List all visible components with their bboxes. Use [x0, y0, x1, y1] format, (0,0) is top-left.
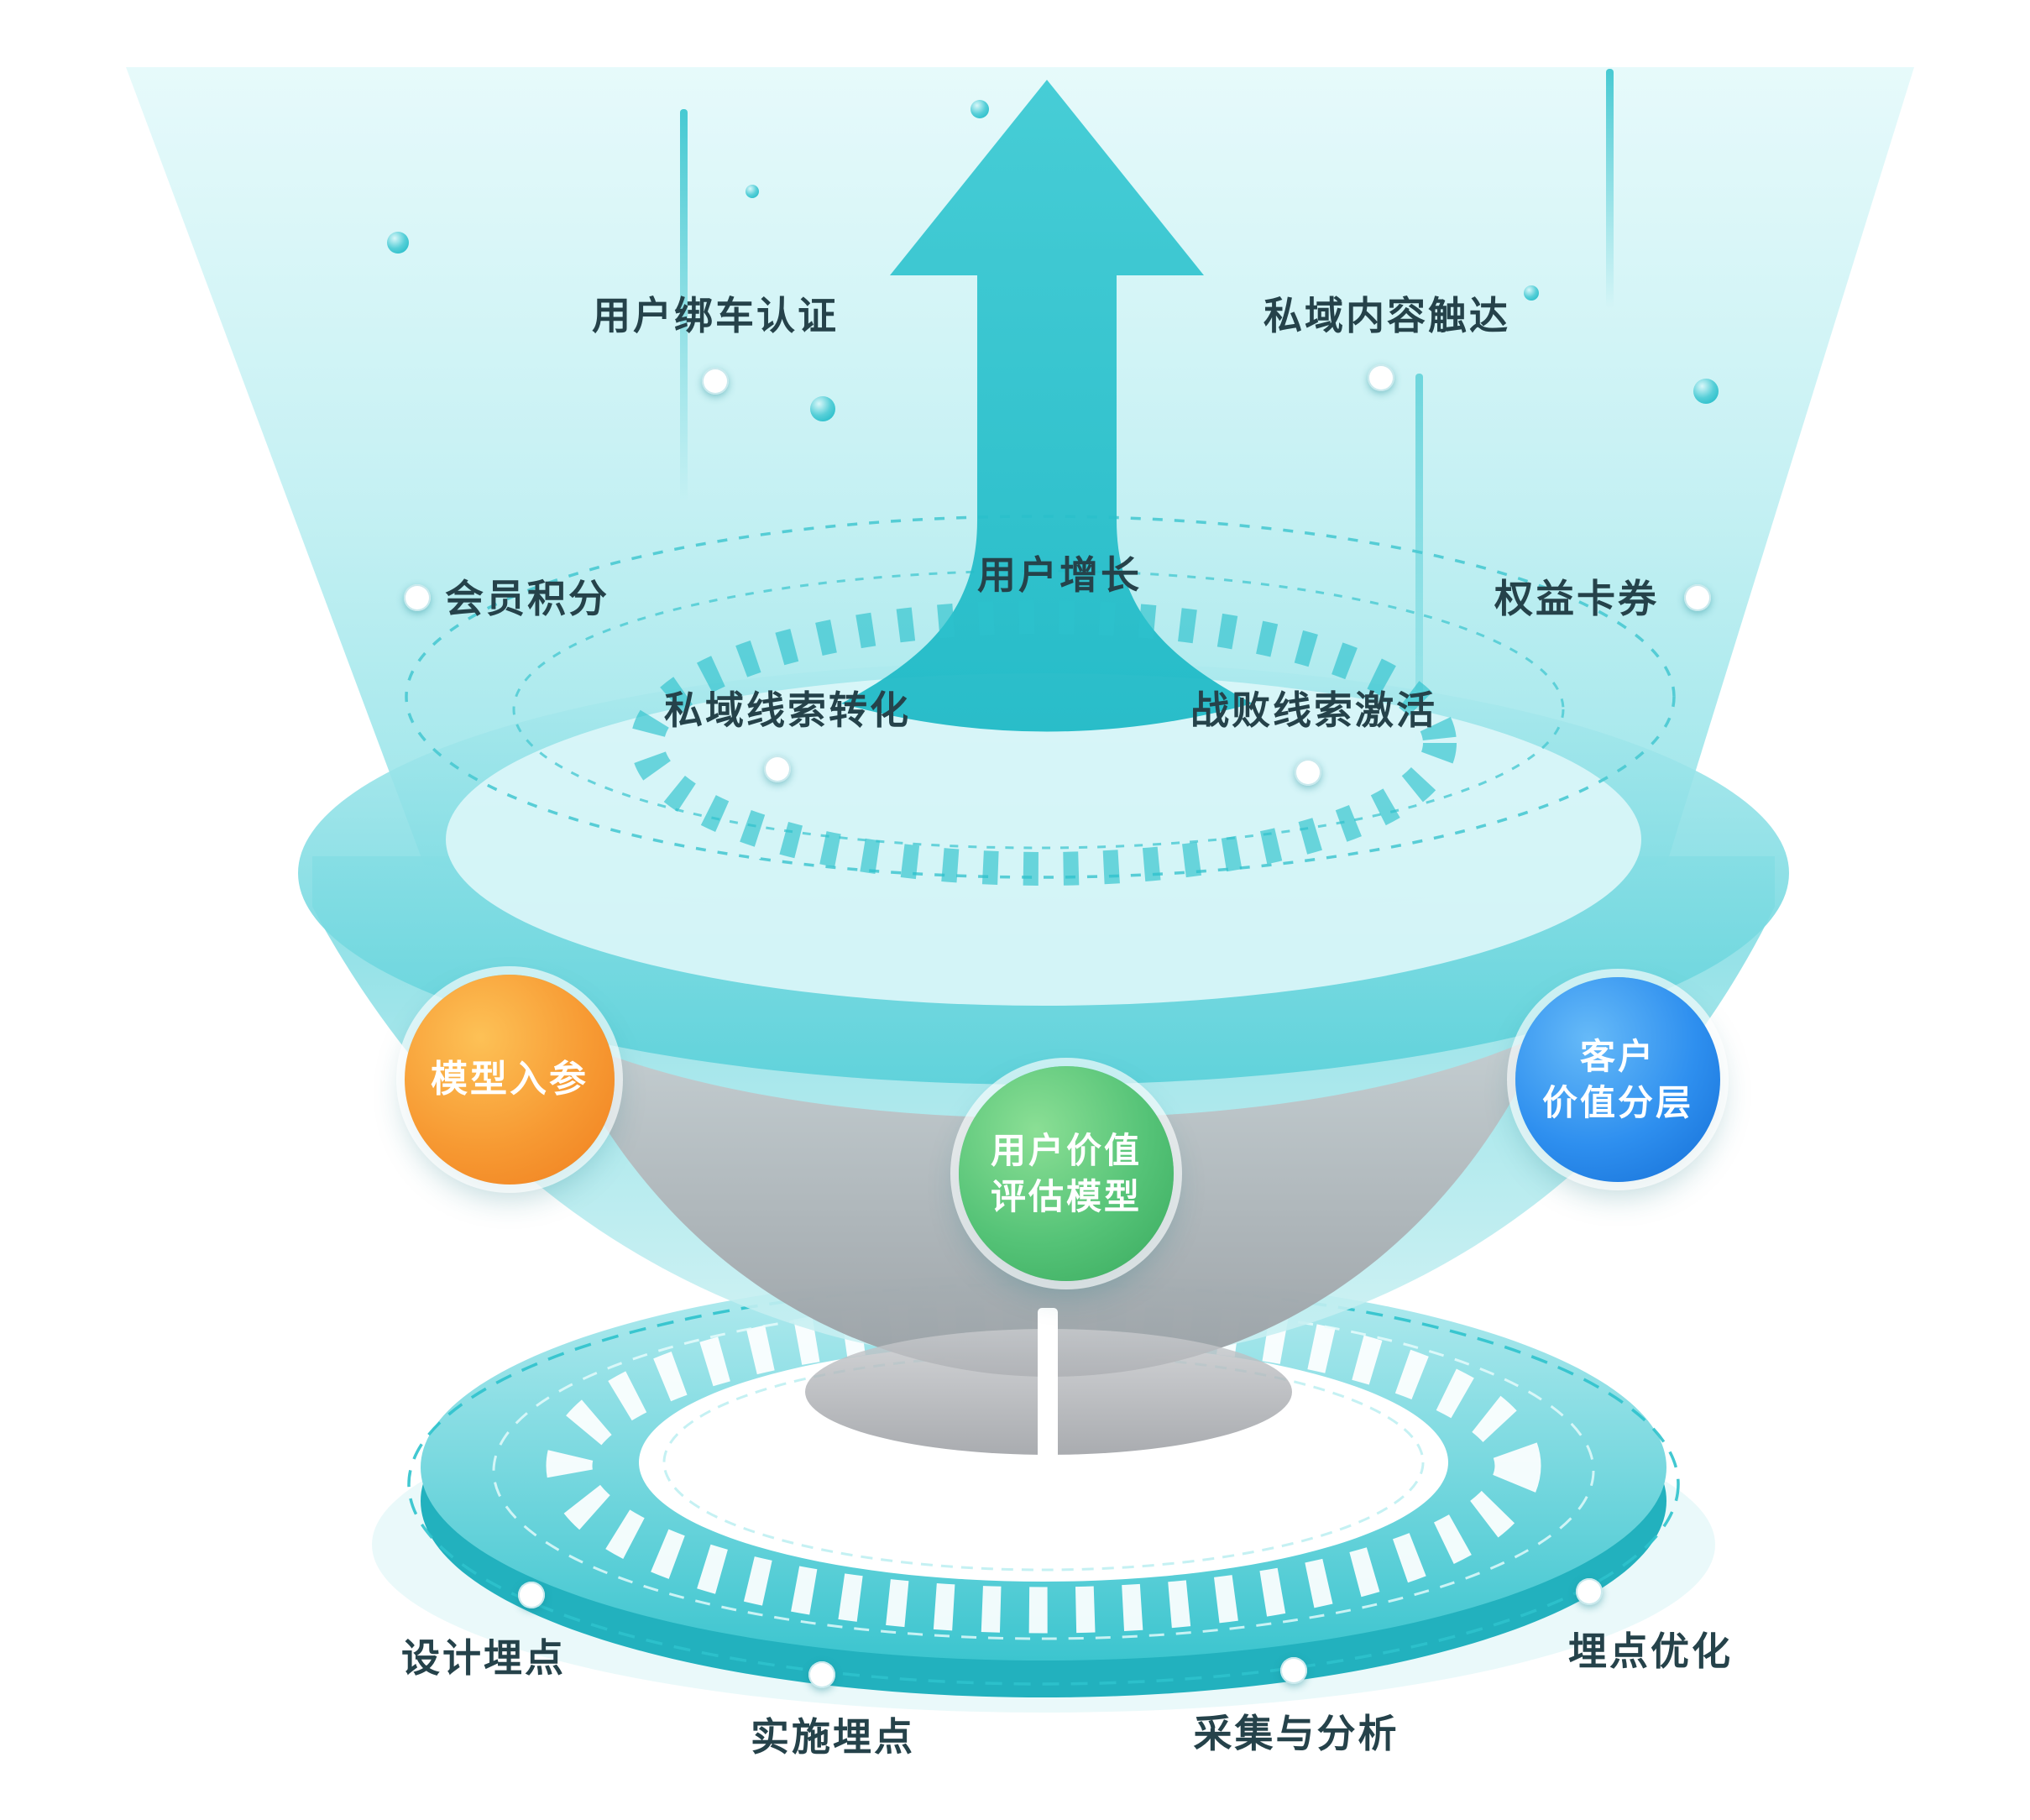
anchor-dot-private-content [1368, 364, 1394, 391]
light-streak [680, 109, 688, 504]
label-member-points: 会员积分 [445, 577, 610, 620]
label-collect-and-analyze: 采集与分析 [1193, 1712, 1400, 1755]
anchor-dot-implement-tracking [808, 1661, 835, 1688]
decorative-bubbles [387, 100, 1719, 421]
funnel-slit [1038, 1308, 1058, 1459]
label-private-domain-content-reach: 私域内容触达 [1264, 294, 1510, 337]
node-model-input-params: 模型入参 [405, 975, 615, 1185]
node-customer-value-tiering: 客户 价值分层 [1515, 977, 1720, 1182]
bubble-icon [810, 396, 835, 421]
anchor-dot-member-points [404, 584, 431, 611]
anchor-dot-tracking-optimization [1576, 1578, 1603, 1605]
anchor-dot-user-car-binding [702, 368, 729, 395]
label-lost-deal-lead-activation: 战败线索激活 [1190, 688, 1437, 732]
label-user-growth: 用户增长 [977, 553, 1142, 597]
anchor-dot-design-tracking [518, 1582, 545, 1608]
bubble-icon [387, 232, 409, 254]
label-tracking-optimization: 埋点优化 [1568, 1629, 1733, 1673]
light-streak [1606, 69, 1614, 308]
anchor-dot-lead-conversion [764, 756, 791, 782]
tick-ring-upper [630, 600, 1457, 886]
dashed-ellipse-base-outer [407, 1283, 1680, 1686]
node-label-line: 用户价值 [990, 1130, 1142, 1170]
label-private-domain-lead-conversion: 私域线索转化 [664, 688, 911, 732]
bubble-icon [746, 185, 759, 198]
node-user-value-evaluation-model: 用户价值 评估模型 [959, 1066, 1174, 1281]
node-label-line: 价值分层 [1541, 1083, 1693, 1122]
growth-arrow [841, 80, 1253, 732]
anchor-dot-lead-activation [1295, 759, 1321, 786]
dashed-ellipse-upper-outer [405, 515, 1676, 879]
node-label-line: 评估模型 [990, 1177, 1142, 1216]
funnel-rim-inner [446, 673, 1641, 1006]
label-design-tracking: 设计埋点 [401, 1636, 566, 1680]
bubble-icon [1524, 285, 1539, 301]
anchor-dot-collect-analyze [1280, 1657, 1307, 1684]
anchor-dot-rights-coupons [1684, 584, 1711, 611]
label-user-car-binding-auth: 用户绑车认证 [592, 294, 839, 337]
bubble-icon [1693, 379, 1719, 404]
dashed-ellipse-upper-inner [512, 569, 1565, 850]
node-label-line: 客户 [1579, 1036, 1656, 1076]
node-label-line: 模型入参 [431, 1058, 589, 1100]
label-implement-tracking: 实施埋点 [751, 1715, 915, 1759]
bubble-icon [971, 100, 989, 118]
label-rights-card-coupons: 权益卡券 [1494, 577, 1659, 620]
